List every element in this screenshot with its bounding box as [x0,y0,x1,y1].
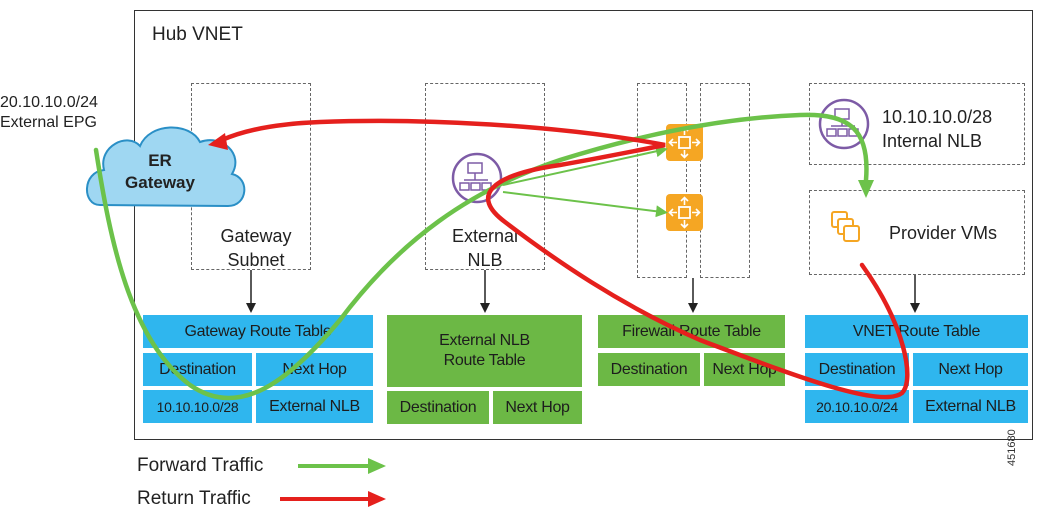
forward-traffic-arrowhead [858,180,874,198]
vnet-route-table-title: VNET Route Table [805,315,1028,348]
firewall-route-table-col-destination: Destination [598,353,700,386]
provider-vms-box [809,190,1025,275]
external-nlb-route-table-col-destination: Destination [387,391,489,424]
gateway-subnet-label-2: Subnet [227,250,285,270]
er-gateway-label-1: ER [148,151,172,170]
legend-forward-arrow [298,458,386,474]
figure-id: 451680 [1006,429,1018,466]
external-epg-subnet: 20.10.10.0/24 [0,94,98,111]
provider-vms-icon [831,211,860,242]
hub-vnet-container [134,10,1033,440]
nlb-to-firewall-bottom-arrow [502,191,668,218]
legend-return-label: Return Traffic [137,488,251,509]
er-gateway-label-2: Gateway [125,173,195,192]
vnet-route-table-col-destination: Destination [805,353,909,386]
gateway-subnet-label-1: Gateway [220,226,292,246]
return-traffic-path [219,118,910,400]
gateway-route-table-row-next-hop: External NLB [256,390,373,423]
firewall-box-left [637,83,687,278]
legend-forward-label: Forward Traffic [137,455,264,476]
provider-vms-label: Provider VMs [889,223,998,243]
external-nlb-label-2: NLB [467,250,503,270]
return-traffic-arrowhead [208,133,228,150]
external-nlb-label-1: External [451,226,519,246]
external-nlb-route-table-title-2: Route Table [443,352,526,369]
firewall-bottom-icon [666,194,703,231]
vnet-route-table-row-next-hop: External NLB [913,390,1028,423]
internal-nlb-box [809,83,1025,165]
external-nlb-route-table-title: External NLB Route Table [387,315,582,387]
gateway-route-table-title: Gateway Route Table [143,315,373,348]
firewall-box-right [700,83,750,278]
external-nlb-route-table-col-next-hop: Next Hop [493,391,582,424]
vnet-route-table-col-next-hop: Next Hop [913,353,1028,386]
internal-nlb-label: Internal NLB [882,131,983,151]
er-gateway-label: ER Gateway [118,150,202,194]
internal-nlb-subnet: 10.10.10.0/28 [882,107,993,127]
hub-vnet-title: Hub VNET [152,24,243,45]
firewall-top-icon [666,124,703,161]
legend-return-arrow [280,491,386,507]
external-epg-label: External EPG [0,114,97,131]
nlb-to-firewall-top-arrow [502,145,668,186]
firewall-route-table-title: Firewall Route Table [598,315,785,348]
forward-traffic-path [93,112,869,401]
external-nlb-route-table-title-1: External NLB [439,332,530,349]
